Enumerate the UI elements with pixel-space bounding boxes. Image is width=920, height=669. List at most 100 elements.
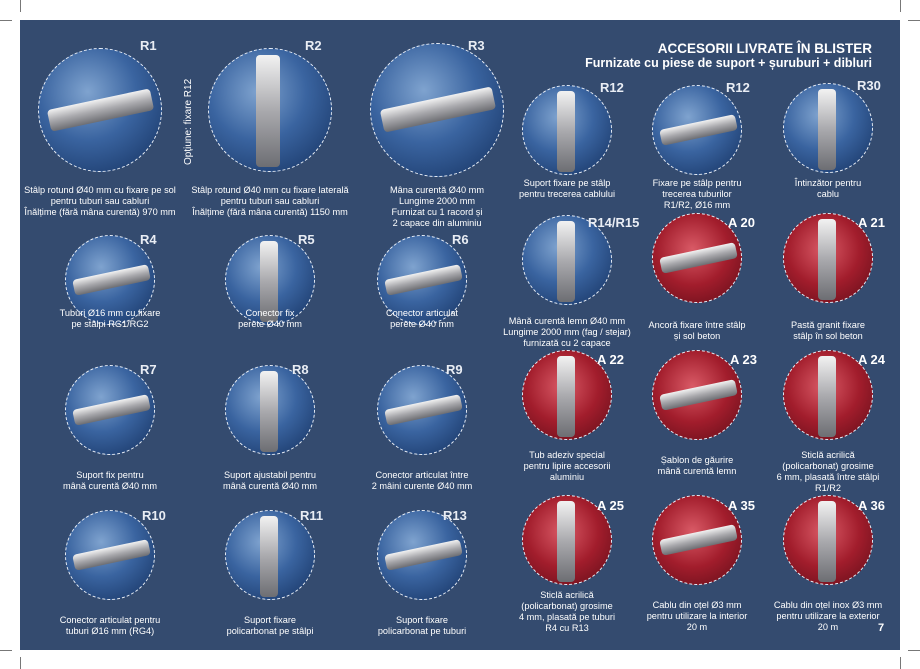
crop-mark — [908, 20, 920, 21]
product-photo — [522, 350, 612, 440]
product-photo — [783, 83, 873, 173]
description-line: Înălțime (fără mâna curentă) 970 mm — [24, 207, 176, 217]
description-line: 20 m — [817, 622, 839, 632]
description-line: Conector articulat pentru — [59, 615, 161, 625]
product-photo — [370, 43, 504, 177]
metal-part-illustration — [658, 524, 738, 556]
product-code: A 21 — [858, 215, 885, 230]
description-line: 4 mm, plasată pe tuburi — [518, 612, 615, 622]
description-line: Suport fixare pe stâlp — [523, 178, 611, 188]
metal-part-illustration — [817, 355, 836, 437]
section-header: ACCESORII LIVRATE ÎN BLISTER Furnizate c… — [585, 41, 872, 70]
product-photo — [225, 235, 315, 325]
description-line: Lungime 2000 mm (fag / stejar) — [503, 327, 631, 337]
description-line: Tub adeziv special — [529, 450, 605, 460]
crop-mark — [900, 0, 901, 12]
option-note: Opțiune: fixare R12 — [183, 78, 194, 165]
description-line: 2 mâini curente Ø40 mm — [371, 481, 473, 491]
product-code: A 22 — [597, 352, 624, 367]
description-line: Suport fixare — [243, 615, 297, 625]
product-photo — [208, 48, 332, 172]
description-line: Suport fix pentru — [76, 470, 144, 480]
description-line: 2 capace din aluminiu — [392, 218, 482, 228]
description-line: pentru tuburi sau cabluri — [220, 196, 320, 206]
description-line: pe stâlpi RG1/RG2 — [71, 319, 149, 329]
product-code: R8 — [292, 362, 309, 377]
product-photo — [522, 85, 612, 175]
product-code: R14/R15 — [588, 215, 640, 230]
product-photo — [65, 235, 155, 325]
product-code: A 24 — [858, 352, 885, 367]
description-line: pentru trecerea cablului — [518, 189, 616, 199]
description-line: Pastă granit fixare — [790, 320, 866, 330]
product-photo — [522, 495, 612, 585]
metal-part-illustration — [383, 539, 463, 571]
description-line: aluminiu — [549, 472, 585, 482]
description-line: Stâlp rotund Ø40 mm cu fixare pe sol — [24, 185, 176, 195]
product-code: R12 — [726, 80, 750, 95]
description-line: Sticlă acrilică — [540, 590, 594, 600]
metal-part-illustration — [556, 220, 575, 302]
description-line: Tuburi Ø16 mm cu fixare — [59, 308, 161, 318]
description-line: 6 mm, plasată între stâlpi — [776, 472, 880, 482]
metal-part-illustration — [71, 539, 151, 571]
section-subtitle: Furnizate cu piese de suport + șuruburi … — [585, 56, 872, 70]
description-line: R1/R2, Ø16 mm — [663, 200, 731, 210]
metal-part-illustration — [71, 264, 151, 296]
product-code: A 23 — [730, 352, 757, 367]
crop-mark — [0, 20, 12, 21]
description-line: Sticlă acrilică — [801, 450, 855, 460]
product-photo — [225, 510, 315, 600]
description-line: mână curentă lemn — [657, 466, 737, 476]
description-line: Stâlp rotund Ø40 mm cu fixare laterală — [191, 185, 349, 195]
product-code: R13 — [443, 508, 467, 523]
product-code: R30 — [857, 78, 881, 93]
product-code: R12 — [600, 80, 624, 95]
description-line: Lungime 2000 mm — [398, 196, 476, 206]
metal-part-illustration — [817, 218, 836, 300]
description-line: pentru utilizare la interior — [646, 611, 748, 621]
metal-part-illustration — [47, 87, 155, 132]
product-code: R2 — [305, 38, 322, 53]
product-photo — [65, 365, 155, 455]
description-line: Conector articulat — [385, 308, 458, 318]
description-line: R4 cu R13 — [545, 623, 589, 633]
product-photo — [377, 365, 467, 455]
product-photo — [377, 510, 467, 600]
product-photo — [652, 85, 742, 175]
metal-part-illustration — [259, 515, 278, 597]
description-line: perete Ø40 mm — [390, 319, 454, 329]
description-line: tuburi Ø16 mm (RG4) — [65, 626, 155, 636]
metal-part-illustration — [379, 86, 497, 133]
product-code: A 35 — [728, 498, 755, 513]
metal-part-illustration — [658, 379, 738, 411]
product-code: R7 — [140, 362, 157, 377]
product-code: R11 — [300, 508, 324, 523]
description-line: Suport fixare — [395, 615, 449, 625]
product-photo — [783, 495, 873, 585]
product-photo — [377, 235, 467, 325]
product-code: R6 — [452, 232, 469, 247]
description-line: pentru utilizare la exterior — [776, 611, 880, 621]
crop-mark — [0, 650, 12, 651]
metal-part-illustration — [383, 394, 463, 426]
description-line: Conector fix — [245, 308, 295, 318]
